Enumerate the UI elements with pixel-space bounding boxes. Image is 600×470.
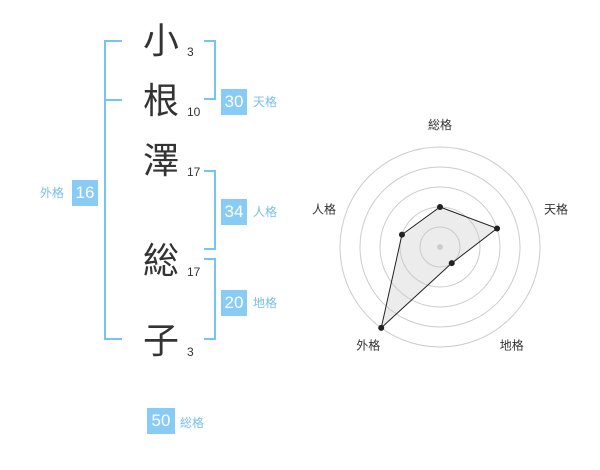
stroke-count-3: 17	[187, 165, 201, 179]
chikaku-bracket	[204, 258, 216, 340]
radar-point-総格	[437, 204, 443, 210]
radar-grid-ring	[339, 146, 541, 348]
radar-point-地格	[448, 260, 455, 267]
stroke-count-5: 3	[187, 345, 194, 359]
radar-axis-label: 人格	[312, 201, 336, 216]
name-char-5: 子	[143, 321, 180, 362]
stroke-count-2: 10	[187, 105, 201, 119]
stroke-count-4: 17	[187, 265, 201, 279]
gaikaku-bracket-tick	[104, 99, 122, 101]
jinkaku-badge: 34	[221, 199, 247, 225]
soukaku-badge: 50	[147, 408, 175, 434]
stroke-count-1: 3	[187, 45, 194, 59]
name-char-2: 根	[143, 81, 180, 122]
name-char-4: 総	[143, 241, 180, 282]
radar-axis-label: 地格	[500, 338, 524, 353]
chikaku-label: 地格	[253, 296, 278, 310]
radar-point-人格	[398, 231, 405, 238]
tenkaku-label: 天格	[253, 95, 278, 109]
radar-grid-ring	[419, 226, 461, 268]
radar-point-天格	[494, 225, 501, 232]
name-char-3: 澤	[143, 141, 180, 182]
tenkaku-bracket	[204, 40, 216, 100]
jinkaku-label: 人格	[253, 205, 278, 219]
gaikaku-bracket	[104, 40, 122, 340]
radar-axis-label: 外格	[356, 338, 380, 353]
radar-grid-ring	[379, 186, 501, 308]
gaikaku-badge: 16	[72, 180, 98, 206]
gaikaku-label: 外格	[40, 186, 65, 200]
jinkaku-bracket	[204, 170, 216, 250]
radar-series-polygon	[380, 206, 499, 330]
radar-point-外格	[378, 324, 385, 331]
tenkaku-badge: 30	[221, 89, 247, 115]
radar-axis-label: 総格	[428, 117, 452, 132]
soukaku-label: 総格	[180, 416, 205, 430]
radar-axis-label: 天格	[544, 201, 568, 216]
radar-center-dot	[437, 244, 443, 250]
name-char-1: 小	[143, 21, 180, 62]
radar-grid-ring	[359, 166, 521, 328]
chikaku-badge: 20	[221, 290, 247, 316]
